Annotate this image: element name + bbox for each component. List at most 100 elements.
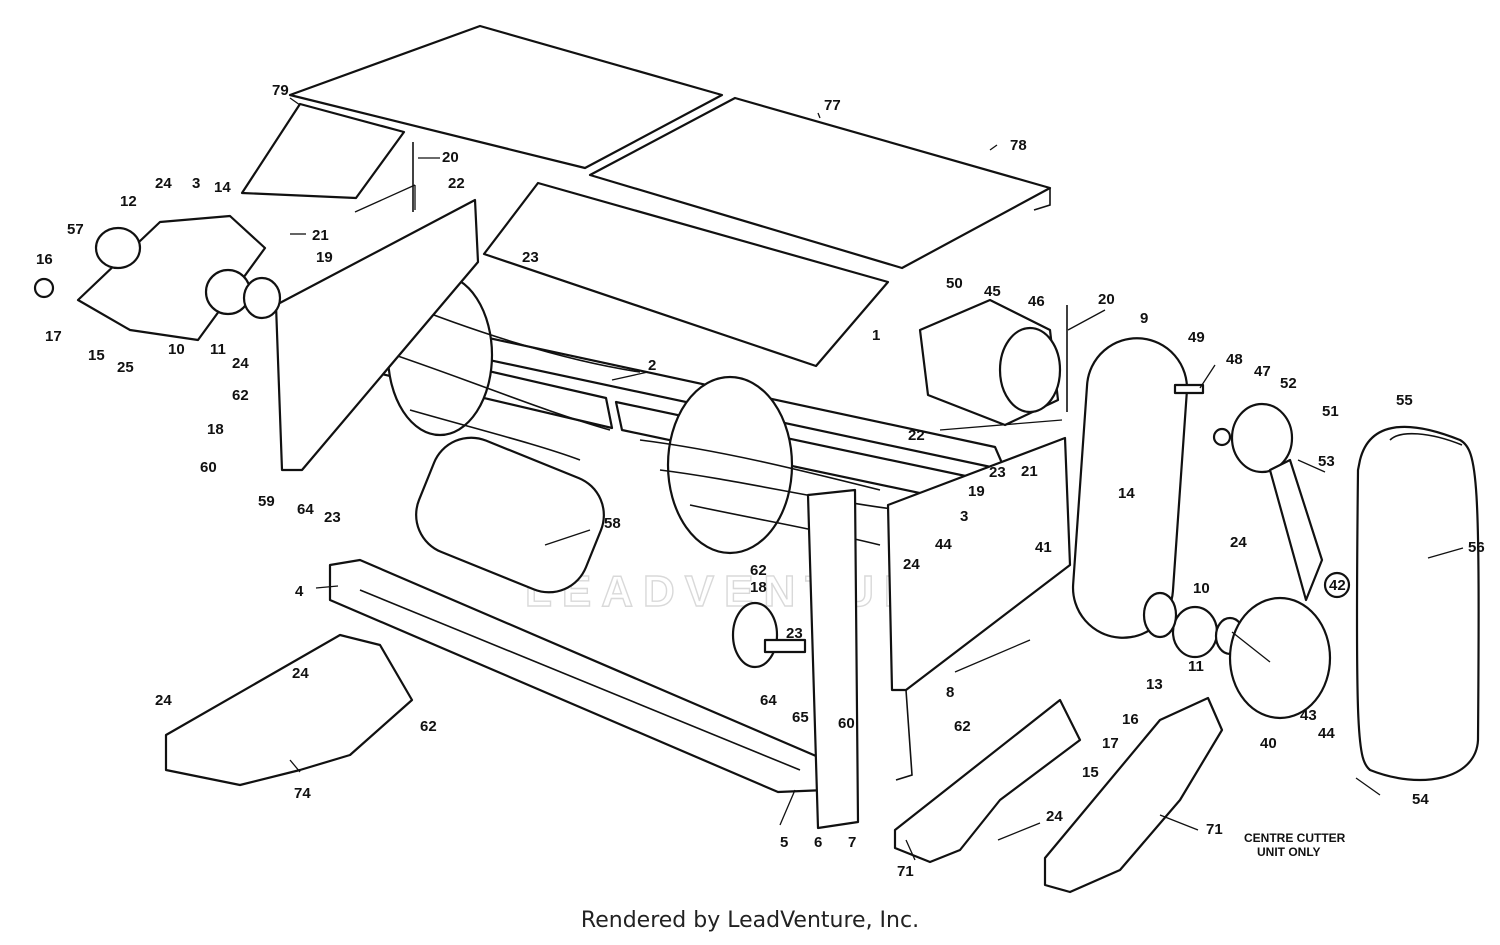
belt-cover-55-rim — [1389, 432, 1463, 446]
rear-shield-right — [482, 181, 890, 368]
callout-42: 42 — [1329, 577, 1346, 594]
callout-21: 21 — [312, 227, 329, 244]
callout-49: 49 — [1188, 329, 1205, 346]
callout-79: 79 — [272, 82, 289, 99]
callout-24: 24 — [1230, 534, 1247, 551]
bearing-cup-57 — [94, 226, 142, 270]
callout-22: 22 — [908, 427, 925, 444]
callout-2: 2 — [648, 357, 656, 374]
callout-12: 12 — [120, 193, 137, 210]
callout-57: 57 — [67, 221, 84, 238]
callout-24: 24 — [292, 665, 309, 682]
callout-60: 60 — [200, 459, 217, 476]
callout-9: 9 — [1140, 310, 1148, 327]
leader-lines — [289, 97, 1464, 861]
callout-6: 6 — [814, 834, 822, 851]
callout-20: 20 — [1098, 291, 1115, 308]
rear-shield-79 — [240, 102, 406, 200]
callout-58: 58 — [604, 515, 621, 532]
bolt-48 — [1173, 383, 1205, 395]
exploded-view-drawing: LEADVENTURE — [33, 24, 1485, 894]
pulley-40 — [1228, 596, 1332, 720]
callout-59: 59 — [258, 493, 275, 510]
callout-77: 77 — [824, 97, 841, 114]
callout-24: 24 — [155, 692, 172, 709]
washer-47 — [1212, 427, 1232, 447]
callout-11: 11 — [1188, 658, 1204, 675]
callout-62: 62 — [750, 562, 767, 579]
callout-53: 53 — [1318, 453, 1335, 470]
callout-43: 43 — [1300, 707, 1317, 724]
callout-23: 23 — [522, 249, 539, 266]
callout-11: 11 — [210, 341, 226, 358]
callout-5: 5 — [780, 834, 788, 851]
bedknife-edge — [359, 589, 801, 771]
bearing-10-right — [1171, 605, 1219, 659]
top-cover-flange — [1033, 188, 1051, 211]
callout-71: 71 — [897, 863, 914, 880]
reel-blade-right — [666, 375, 794, 555]
callout-18: 18 — [207, 421, 224, 438]
callout-51: 51 — [1322, 403, 1339, 420]
callout-17: 17 — [1102, 735, 1119, 752]
callout-50: 50 — [946, 275, 963, 292]
timing-belt-53 — [1268, 458, 1324, 602]
watermark-text: LEADVENTURE — [525, 567, 965, 616]
callout-3: 3 — [960, 508, 968, 525]
callout-74: 74 — [294, 785, 311, 802]
callout-55: 55 — [1396, 392, 1413, 409]
callout-19: 19 — [316, 249, 333, 266]
callout-64: 64 — [760, 692, 777, 709]
callout-44: 44 — [935, 536, 952, 553]
callout-62: 62 — [232, 387, 249, 404]
top-cover-left — [288, 24, 724, 170]
adjust-bracket-right — [806, 488, 860, 830]
callout-71: 71 — [1206, 821, 1223, 838]
callout-42-ring — [1323, 571, 1351, 599]
bracket-74 — [164, 633, 414, 787]
callout-40: 40 — [1260, 735, 1277, 752]
callout-23: 23 — [324, 509, 341, 526]
note-line-2: UNIT ONLY — [1257, 845, 1321, 859]
flange-46 — [998, 326, 1062, 414]
callout-23: 23 — [989, 464, 1006, 481]
callout-18: 18 — [750, 579, 767, 596]
callout-65: 65 — [792, 709, 809, 726]
callout-15: 15 — [1082, 764, 1099, 781]
belt-cover-54 — [1355, 425, 1480, 782]
bracket-71-right — [1043, 696, 1224, 894]
callout-1: 1 — [872, 327, 880, 344]
callout-17: 17 — [45, 328, 62, 345]
callout-21: 21 — [1021, 463, 1038, 480]
callout-54: 54 — [1412, 791, 1429, 808]
callout-7: 7 — [848, 834, 856, 851]
callout-41: 41 — [1035, 539, 1052, 556]
callout-16: 16 — [36, 251, 53, 268]
seal-11-left — [242, 276, 282, 320]
belt-case-9 — [1071, 337, 1189, 639]
footer-credit: Rendered by LeadVenture, Inc. — [580, 908, 920, 933]
callout-14: 14 — [214, 179, 231, 196]
callout-8: 8 — [946, 684, 954, 701]
roller-58-end — [731, 601, 779, 669]
callout-24: 24 — [903, 556, 920, 573]
note-line-1: CENTRE CUTTER — [1244, 831, 1346, 845]
side-plate-right — [886, 436, 1072, 692]
callout-52: 52 — [1280, 375, 1297, 392]
callout-10: 10 — [1193, 580, 1210, 597]
side-plate-right-edge — [895, 689, 913, 781]
callout-62: 62 — [420, 718, 437, 735]
callout-78: 78 — [1010, 137, 1027, 154]
callout-25: 25 — [117, 359, 134, 376]
callout-4: 4 — [295, 583, 304, 600]
reel-blade-helix-right — [639, 439, 901, 546]
bearing-13 — [1142, 591, 1178, 639]
callout-24: 24 — [1046, 808, 1063, 825]
callout-15: 15 — [88, 347, 105, 364]
callout-19: 19 — [968, 483, 985, 500]
callout-46: 46 — [1028, 293, 1045, 310]
roller-58-spindle — [763, 638, 807, 654]
callout-62: 62 — [954, 718, 971, 735]
callout-47: 47 — [1254, 363, 1271, 380]
callout-22: 22 — [448, 175, 465, 192]
